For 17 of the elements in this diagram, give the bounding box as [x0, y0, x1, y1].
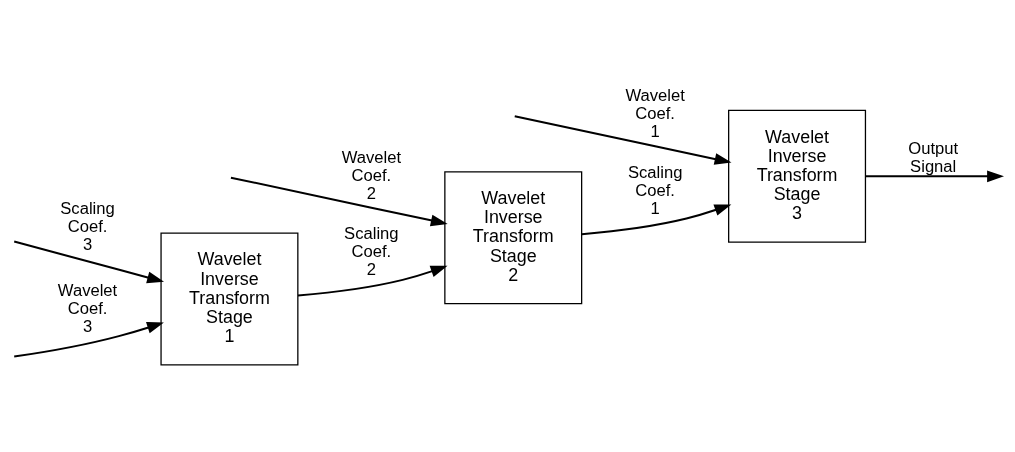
edge-label: Wavelet Coef. 3 [57, 280, 118, 336]
edge-label: Output Signal [908, 138, 959, 176]
arrow [230, 176, 448, 226]
edge-label: Wavelet Coef. 2 [341, 147, 402, 203]
node-box: Wavelet Inverse Transform Stage 2 [444, 170, 583, 304]
edge-label: Scaling Coef. 3 [60, 198, 115, 254]
node-box: Wavelet Inverse Transform Stage 1 [160, 232, 299, 366]
arrow [13, 240, 165, 283]
edge-label: Scaling Coef. 1 [627, 162, 683, 218]
arrow [297, 265, 448, 297]
node-box: Wavelet Inverse Transform Stage 3 [728, 109, 867, 243]
arrow [581, 203, 732, 235]
edge-label: Wavelet Coef. 1 [625, 85, 685, 141]
arrow [865, 169, 1004, 182]
arrow [514, 114, 732, 165]
arrow [14, 321, 164, 358]
edge-label: Scaling Coef. 2 [344, 223, 399, 279]
